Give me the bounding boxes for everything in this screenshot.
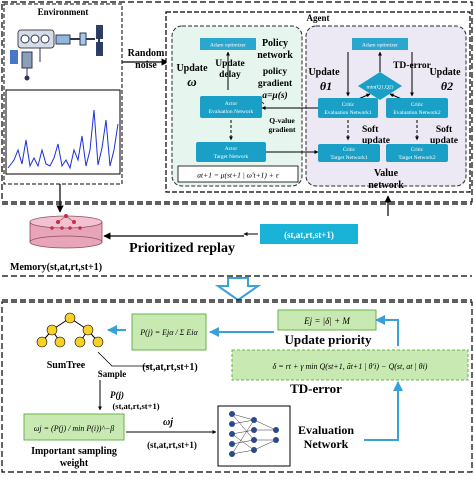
update-theta2-word: Update [429, 67, 461, 78]
update-delay-line2: delay [219, 70, 241, 80]
sumtree-icon [36, 312, 104, 348]
soft-update-1-line2: update [362, 136, 390, 146]
min-q-decision [358, 72, 402, 100]
random-noise-line2: noise [135, 60, 157, 71]
bottom-td-error-label: TD-error [290, 381, 342, 396]
critic-eval2-line2: Evaluation Network2 [393, 110, 440, 116]
q-value-gradient-line2: gradient [268, 125, 296, 134]
min-q-label: min(Q1,Q2) [366, 84, 393, 91]
q-value-gradient-line1: Q-value [269, 116, 295, 125]
sample-tuple: (st,at,rt,st+1) [142, 362, 197, 373]
pj-label: P(j) [110, 390, 124, 400]
value-network-line1: Value [374, 168, 399, 179]
action-formula: at+1 = μ(st+1 | ω't+1) + ε [197, 171, 278, 180]
policy-network-line1: Policy [262, 38, 288, 49]
sample-label: Sample [98, 369, 127, 379]
action-formula-box [177, 165, 299, 183]
critic-target1-line1: Critic [343, 147, 356, 153]
powertrain-illustration [10, 25, 103, 81]
update-priority-label: Update priority [284, 332, 372, 347]
transition-box-label: (st,at,rt,st+1) [284, 230, 334, 240]
omega-arrow-label: ωj [163, 417, 173, 428]
evaluation-network-line2: Network [304, 437, 349, 451]
bottom-section: SumTree Sample P(j) = Ejα / Σ Eiα (st,at… [1, 301, 473, 473]
critic-target-network-1 [318, 144, 380, 162]
update-omega-symbol: ω [187, 74, 196, 89]
agent-title: Agent [307, 13, 330, 23]
environment-title: Environment [38, 7, 89, 17]
critic-evaluation-network-2 [386, 98, 448, 118]
actor-eval-line1: Actor [225, 101, 238, 107]
soft-update-2-line1: Soft [436, 125, 453, 135]
weight-formula-box [23, 413, 125, 441]
actor-target-line1: Actor [225, 146, 238, 152]
important-sampling-line2: weight [60, 458, 89, 469]
top-section [1, 1, 473, 203]
important-sampling-line1: Important sampling [31, 446, 117, 457]
environment-panel: Environment [3, 3, 123, 185]
pj-tuple: (st,at,rt,st+1) [112, 401, 159, 411]
memory-cylinder [29, 214, 103, 249]
update-delay-line1: Update [215, 59, 245, 69]
td-error-formula: δ = rt + γ min Q(st+1, ãt+1 | θ'i) − Q(s… [273, 362, 428, 371]
adam-optimizer-left-label: Adam optimizer [210, 43, 246, 49]
actor-target-line2: Target Network [214, 154, 249, 160]
policy-network-line2: network [257, 50, 293, 61]
soft-update-1-line1: Soft [362, 125, 379, 135]
probability-formula-box [131, 313, 207, 351]
random-noise-line1: Random [128, 48, 165, 59]
value-network-line2: network [368, 180, 404, 191]
random-noise-label: Random noise [122, 48, 169, 71]
signal-plot [5, 89, 121, 175]
memory-label: Memory(st,at,rt,st+1) [10, 262, 102, 273]
policy-gradient-line1: policy [263, 67, 288, 77]
update-theta1-word: Update [308, 67, 340, 78]
td-error-formula-box [231, 349, 469, 381]
probability-formula: P(j) = Ejα / Σ Eiα [139, 328, 198, 337]
update-theta1-symbol: θ1 [320, 79, 332, 93]
actor-target-network [196, 142, 266, 162]
update-omega-word: Update [176, 63, 208, 74]
adam-optimizer-left [200, 38, 256, 50]
policy-gradient-line2: gradient [258, 79, 293, 89]
critic-target2-line1: Critic [411, 147, 424, 153]
agent-panel: Agent Adam optimizer Policy network Upda… [165, 11, 471, 193]
omega-tuple: (st,at,rt,st+1) [147, 440, 197, 450]
critic-target2-line2: Target Network2 [398, 155, 435, 161]
critic-eval1-line1: Critic [342, 102, 355, 108]
mu-formula: a=μ(s) [262, 90, 287, 101]
critic-target1-line2: Target Network1 [330, 155, 367, 161]
actor-evaluation-network [200, 96, 262, 118]
adam-optimizer-right [352, 38, 408, 50]
transition-box [260, 224, 358, 244]
weight-formula: ωj = (P(j) / min P(i))^−β [34, 424, 114, 433]
sumtree-label: SumTree [47, 360, 86, 371]
critic-evaluation-network-1 [318, 98, 378, 118]
critic-target-network-2 [386, 144, 448, 162]
replay-down-arrow [214, 277, 262, 302]
evaluation-network-line1: Evaluation [298, 423, 354, 437]
prioritized-replay-label: Prioritized replay [129, 241, 235, 256]
adam-optimizer-right-label: Adam optimizer [362, 43, 398, 49]
soft-update-2-line2: update [430, 136, 458, 146]
update-theta2-symbol: θ2 [441, 79, 453, 93]
critic-eval1-line2: Evaluation Network1 [324, 110, 371, 116]
priority-formula: Ej = |δ| + M [303, 316, 350, 326]
actor-eval-line2: Evaluation Network [209, 109, 254, 115]
memory-section: Prioritized replay (st,at,rt,st+1) Memor… [10, 214, 358, 273]
critic-eval2-line1: Critic [411, 102, 424, 108]
evaluation-network-icon [217, 405, 291, 467]
